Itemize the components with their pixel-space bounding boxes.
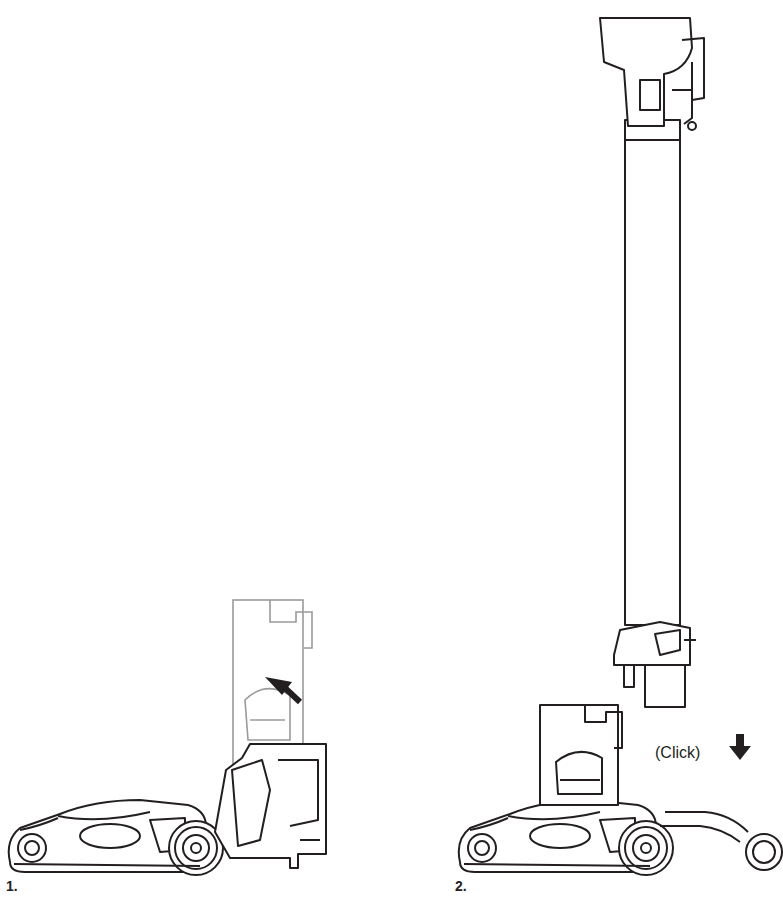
vacuum-base	[459, 800, 673, 875]
action-note: (Click)	[655, 744, 700, 762]
down-arrow	[729, 734, 751, 760]
wand-tube	[600, 18, 704, 707]
step-number: 2.	[455, 878, 467, 894]
pivot-housing	[215, 744, 326, 868]
step-number: 1.	[6, 878, 18, 894]
upright-neck	[540, 705, 782, 870]
figure-one	[9, 600, 326, 875]
move-arrow	[265, 677, 300, 702]
vacuum-base	[9, 800, 223, 875]
figure-two	[459, 18, 782, 875]
